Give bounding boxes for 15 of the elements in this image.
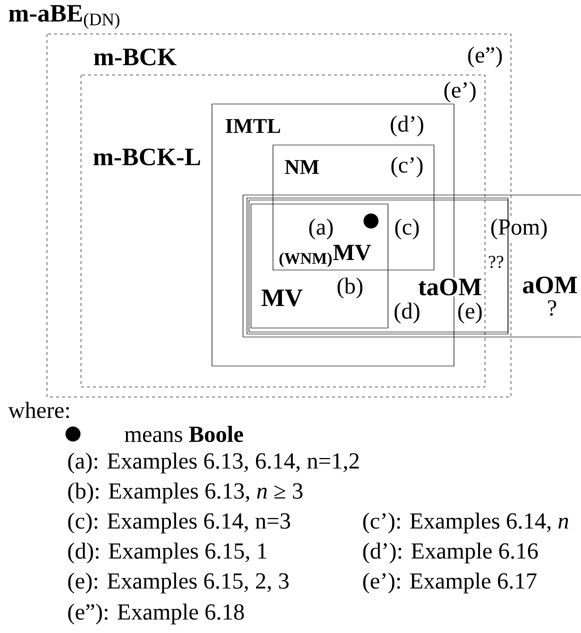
note-text: (c’): Examples 6.14, n bbox=[363, 512, 568, 534]
region-name: $_{(WNM)}$MV bbox=[279, 244, 371, 268]
region-marker: (a) bbox=[309, 218, 333, 240]
note-text: (e”): Example 6.18 bbox=[68, 604, 244, 624]
legend-text: means Boole bbox=[124, 426, 244, 442]
note-text: (b): Examples 6.13, n ≥ 3 bbox=[68, 482, 302, 504]
region-marker: (c) bbox=[395, 218, 419, 240]
note-text: (e’): Example 6.17 bbox=[363, 572, 537, 594]
title: m-aBE$_{(DN)}$ bbox=[8, 5, 120, 29]
note-text: (c): Examples 6.14, n=3 bbox=[68, 512, 290, 534]
note-text: where: bbox=[8, 402, 69, 418]
note-text: (d): Examples 6.15, 1 bbox=[68, 542, 266, 564]
note-text: (d’): Example 6.16 bbox=[363, 542, 538, 564]
note-text: (a): Examples 6.13, 6.14, n=1,2 bbox=[68, 452, 359, 474]
note-text: (e): Examples 6.15, 2, 3 bbox=[68, 572, 289, 594]
